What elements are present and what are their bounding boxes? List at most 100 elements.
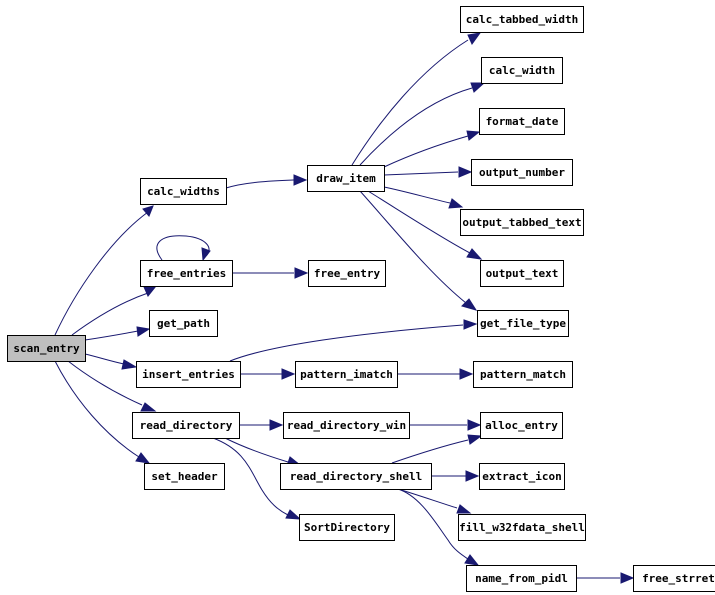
arrowhead-icon: [293, 174, 308, 186]
node-free_entries[interactable]: free_entries: [140, 260, 233, 287]
arrowhead-icon: [467, 32, 482, 45]
node-box: [140, 260, 233, 287]
arrowhead-icon: [142, 205, 154, 217]
edge-free_entries-to-free_entries: [156, 235, 211, 262]
node-label: output_text: [486, 267, 559, 280]
edge-free_entries-to-free_entry: [232, 267, 309, 279]
arrowhead-icon: [467, 434, 483, 445]
arrowhead-icon: [294, 267, 309, 279]
node-output_number[interactable]: output_number: [471, 159, 573, 186]
node-box: [633, 565, 715, 592]
node-box: [149, 310, 218, 337]
node-label: draw_item: [316, 172, 376, 185]
edge-draw_item-to-output_tabbed_text: [383, 186, 464, 209]
node-insert_entries[interactable]: insert_entries: [136, 361, 241, 388]
edge-draw_item-to-output_number: [383, 166, 473, 178]
node-box: [480, 412, 563, 439]
arrowhead-icon: [466, 248, 483, 260]
node-read_directory_win[interactable]: read_directory_win: [283, 412, 410, 439]
node-box: [458, 514, 586, 541]
node-scan_entry[interactable]: scan_entry: [7, 335, 86, 362]
node-box: [479, 108, 565, 135]
node-free_entry[interactable]: free_entry: [308, 260, 386, 287]
node-box: [140, 178, 227, 205]
node-read_directory_shell[interactable]: read_directory_shell: [280, 463, 432, 490]
node-box: [481, 57, 563, 84]
edge-scan_entry-to-set_header: [54, 360, 151, 464]
arrowhead-icon: [464, 554, 480, 566]
edge-calc_widths-to-draw_item: [225, 174, 308, 189]
arrowhead-icon: [463, 319, 478, 330]
node-label: read_directory_shell: [290, 470, 422, 483]
node-calc_tabbed_width[interactable]: calc_tabbed_width: [460, 6, 584, 33]
node-label: pattern_match: [480, 368, 566, 381]
edge-draw_item-to-get_file_type: [359, 190, 478, 311]
node-set_header[interactable]: set_header: [144, 463, 225, 490]
node-label: name_from_pidl: [475, 572, 568, 585]
arrowhead-icon: [281, 368, 296, 380]
node-label: free_entries: [147, 267, 226, 280]
edge-scan_entry-to-read_directory: [67, 360, 157, 412]
edge-draw_item-to-calc_width: [359, 82, 486, 166]
edge-read_directory-to-SortDirectory: [212, 437, 302, 520]
arrowhead-icon: [456, 504, 472, 514]
arrowhead-icon: [458, 166, 473, 178]
node-calc_width[interactable]: calc_width: [481, 57, 563, 84]
node-label: calc_width: [489, 64, 555, 77]
node-read_directory[interactable]: read_directory: [132, 412, 240, 439]
node-alloc_entry[interactable]: alloc_entry: [480, 412, 563, 439]
node-label: scan_entry: [13, 342, 80, 355]
edge-read_directory_shell-to-name_from_pidl: [397, 488, 480, 566]
node-get_path[interactable]: get_path: [149, 310, 218, 337]
arrowhead-icon: [143, 285, 158, 297]
node-get_file_type[interactable]: get_file_type: [477, 310, 569, 337]
node-free_strret[interactable]: free_strret: [633, 565, 715, 592]
nodes-layer: scan_entry calc_widths free_entries get_pat…: [7, 6, 715, 592]
edge-scan_entry-to-get_path: [84, 326, 151, 341]
node-label: calc_tabbed_width: [466, 13, 579, 26]
node-box: [132, 412, 240, 439]
edge-read_directory-to-read_directory_win: [239, 419, 284, 431]
arrowhead-icon: [136, 326, 151, 337]
arrowhead-icon: [466, 130, 481, 141]
node-calc_widths[interactable]: calc_widths: [140, 178, 227, 205]
node-box: [466, 565, 577, 592]
node-label: SortDirectory: [304, 521, 390, 534]
edge-draw_item-to-format_date: [383, 130, 481, 168]
node-extract_icon[interactable]: extract_icon: [479, 463, 565, 490]
node-box: [480, 260, 564, 287]
edge-insert_entries-to-pattern_imatch: [240, 368, 296, 380]
edge-read_directory_shell-to-fill_w32fdata_shell: [397, 488, 472, 514]
arrowhead-icon: [465, 470, 480, 482]
node-box: [280, 463, 432, 490]
node-label: get_file_type: [480, 317, 566, 330]
node-box: [295, 361, 398, 388]
arrowhead-icon: [459, 368, 474, 380]
node-SortDirectory[interactable]: SortDirectory: [299, 514, 395, 541]
node-format_date[interactable]: format_date: [479, 108, 565, 135]
node-box: [283, 412, 410, 439]
edge-insert_entries-to-get_file_type: [229, 319, 478, 362]
node-output_tabbed_text[interactable]: output_tabbed_text: [460, 209, 584, 236]
arrowhead-icon: [269, 419, 284, 431]
node-output_text[interactable]: output_text: [480, 260, 564, 287]
node-pattern_match[interactable]: pattern_match: [473, 361, 573, 388]
arrowhead-icon: [620, 572, 635, 584]
node-name_from_pidl[interactable]: name_from_pidl: [466, 565, 577, 592]
arrowhead-icon: [285, 509, 302, 520]
node-label: format_date: [486, 115, 559, 128]
node-box: [471, 159, 573, 186]
arrowhead-icon: [470, 82, 486, 93]
node-pattern_imatch[interactable]: pattern_imatch: [295, 361, 398, 388]
arrowhead-icon: [135, 452, 151, 464]
node-draw_item[interactable]: draw_item: [307, 165, 385, 192]
node-box: [299, 514, 395, 541]
arrowhead-icon: [121, 359, 138, 370]
node-label: read_directory: [140, 419, 233, 432]
node-box: [7, 335, 86, 362]
node-box: [144, 463, 225, 490]
node-label: extract_icon: [482, 470, 561, 483]
node-fill_w32fdata_shell[interactable]: fill_w32fdata_shell: [458, 514, 586, 541]
node-box: [477, 310, 569, 337]
